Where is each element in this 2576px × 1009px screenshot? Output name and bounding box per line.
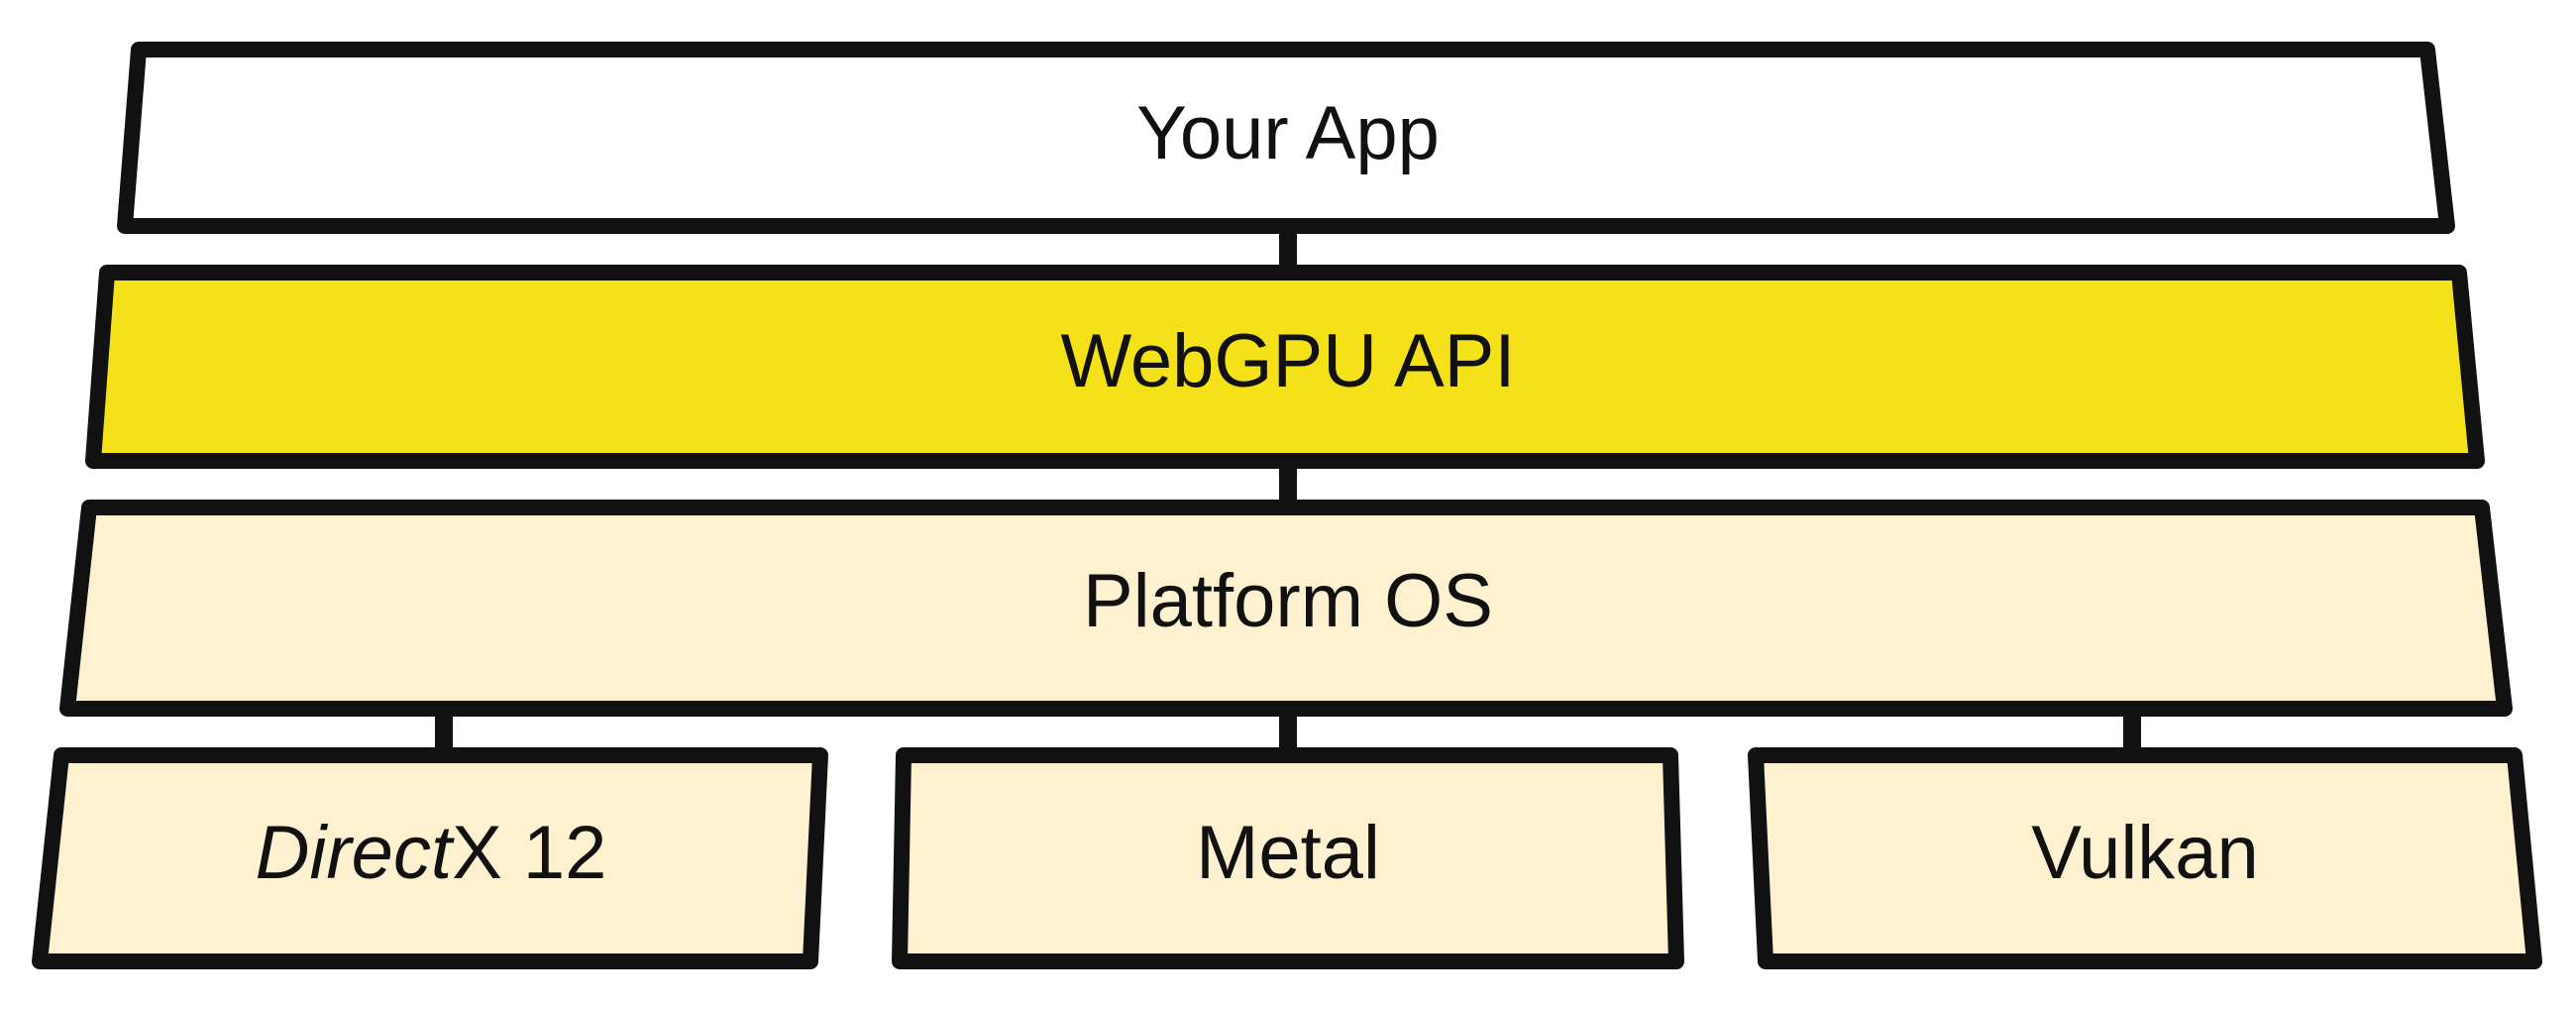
backend-directx-box — [32, 747, 828, 969]
backend-vulkan: Vulkan — [1748, 747, 2542, 969]
backend-metal: Metal — [892, 747, 1684, 969]
backend-directx-label-italic: Direct — [256, 811, 455, 895]
webgpu-layer-label: WebGPU API — [1060, 319, 1515, 403]
backend-directx-label-rest: X 12 — [452, 811, 606, 895]
backend-metal-box — [892, 747, 1684, 969]
backend-directx-label: DirectX 12 — [256, 811, 607, 895]
app-layer: Your App — [117, 42, 2455, 234]
platform-layer: Platform OS — [59, 500, 2513, 717]
backend-directx: DirectX 12 — [32, 747, 828, 969]
backend-metal-label: Metal — [1196, 811, 1380, 895]
webgpu-layer: WebGPU API — [85, 265, 2485, 469]
app-layer-label: Your App — [1136, 91, 1440, 175]
webgpu-layer-box — [85, 265, 2485, 469]
backend-vulkan-label: Vulkan — [2031, 811, 2259, 895]
platform-layer-box — [59, 500, 2513, 717]
platform-layer-label: Platform OS — [1083, 559, 1493, 643]
app-layer-box — [117, 42, 2455, 234]
backend-vulkan-box — [1748, 747, 2542, 969]
